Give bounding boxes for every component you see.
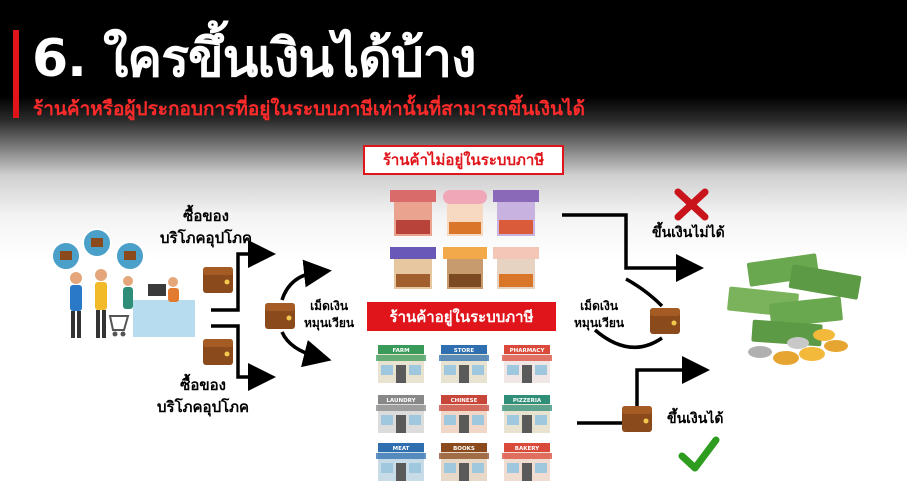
market-stall-icon (443, 190, 487, 236)
shop-front-icon: PIZZERIA (502, 395, 552, 433)
shop-sign-text: PIZZERIA (513, 398, 542, 404)
market-stall-icon (390, 247, 436, 289)
check-icon (678, 436, 720, 472)
arrow-consumer-bottom (211, 324, 276, 391)
slide-subtitle: ร้านค้าหรือผู้ประกอบการที่อยู่ในระบบภาษี… (33, 98, 585, 120)
arrow-circulate-right-back (593, 328, 663, 350)
shop-front-icon: CHINESE (439, 395, 489, 433)
label-can-cash: ขึ้นเงินได้ (667, 411, 724, 427)
shop-sign-text: PHARMACY (510, 348, 546, 354)
label-cannot-cash: ขึ้นเงินไม่ได้ (652, 225, 725, 241)
shop-sign-text: CHINESE (451, 398, 478, 404)
shop-sign-text: BOOKS (453, 446, 475, 452)
shop-sign-text: FARM (392, 348, 409, 354)
shop-front-icon: PHARMACY (502, 345, 552, 383)
arrow-consumer-top (211, 240, 276, 312)
shop-front-icon: LAUNDRY (376, 395, 426, 433)
shop-front-icon: BOOKS (439, 443, 489, 481)
wallet-icon (650, 308, 680, 334)
arrow-to-cross (562, 213, 704, 282)
shop-sign-text: LAUNDRY (386, 398, 416, 404)
shop-sign-text: MEAT (393, 446, 410, 452)
arrow-circulate-right (625, 277, 664, 308)
wallet-icon (203, 339, 233, 365)
label-circulate-left: เม็ดเงินหมุนเวียน (304, 299, 355, 330)
wallet-icon (203, 267, 233, 293)
arrow-circulate-up (280, 259, 332, 301)
cross-icon (674, 188, 709, 221)
shop-sign-text: STORE (454, 348, 475, 354)
label-buy-bottom: ซื้อของบริโภคอุปโภค (157, 376, 250, 416)
shop-front-icon: FARM (376, 345, 426, 383)
shop-front-icon: BAKERY (502, 443, 552, 481)
wallet-icon (265, 303, 295, 329)
arrow-circulate-down (280, 331, 332, 368)
slide-title: 6. ใครขึ้นเงินได้บ้าง (32, 29, 476, 89)
shop-front-icon: MEAT (376, 443, 426, 481)
market-stall-icon (390, 190, 436, 236)
arrow-to-check (577, 356, 710, 425)
market-stall-icon (443, 247, 487, 289)
shop-front-icon: STORE (439, 345, 489, 383)
wallet-icon (622, 406, 652, 432)
market-stall-icon (493, 190, 539, 236)
shop-sign-text: BAKERY (515, 446, 540, 452)
label-buy-top: ซื้อของบริโภคอุปโภค (160, 207, 253, 247)
label-shops-not-in-tax: ร้านค้าไม่อยู่ในระบบภาษี (363, 145, 564, 175)
label-shops-in-tax: ร้านค้าอยู่ในระบบภาษี (367, 302, 556, 331)
label-circulate-right: เม็ดเงินหมุนเวียน (574, 299, 625, 330)
title-accent-bar (13, 30, 19, 118)
market-stall-icon (493, 247, 539, 289)
